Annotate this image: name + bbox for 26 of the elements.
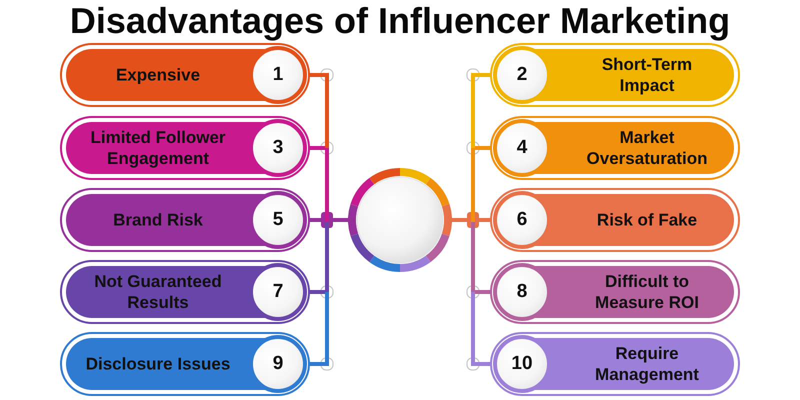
item-number: 9 — [272, 353, 284, 375]
item-label: Expensive — [115, 64, 201, 86]
item-label: Disclosure Issues — [85, 354, 231, 374]
center-ring — [348, 168, 452, 272]
item-label: Limited Follower Engagement — [90, 127, 226, 169]
item-number: 4 — [516, 137, 528, 159]
item-number: 1 — [272, 64, 284, 86]
connector-line — [471, 222, 475, 292]
item-label: Not Guaranteed Results — [94, 271, 222, 313]
item-number: 7 — [272, 281, 284, 303]
connector-line — [471, 148, 475, 222]
diagram-title: Disadvantages of Influencer Marketing — [70, 1, 730, 41]
item-label: Market Oversaturation — [586, 127, 708, 169]
item-label: Brand Risk — [112, 210, 204, 230]
item-number: 6 — [516, 209, 528, 231]
item-label: Require Management — [594, 343, 700, 385]
connector-line — [325, 222, 329, 292]
item-number: 8 — [516, 281, 528, 303]
item-number: 3 — [272, 137, 284, 159]
item-label: Risk of Fake — [596, 210, 698, 230]
item-label: Difficult to Measure ROI — [594, 271, 700, 313]
connector-line — [325, 148, 329, 222]
item-number: 10 — [511, 353, 533, 375]
item-number: 5 — [272, 209, 284, 231]
item-number: 2 — [516, 64, 528, 86]
item-label: Short-Term Impact — [601, 54, 693, 96]
